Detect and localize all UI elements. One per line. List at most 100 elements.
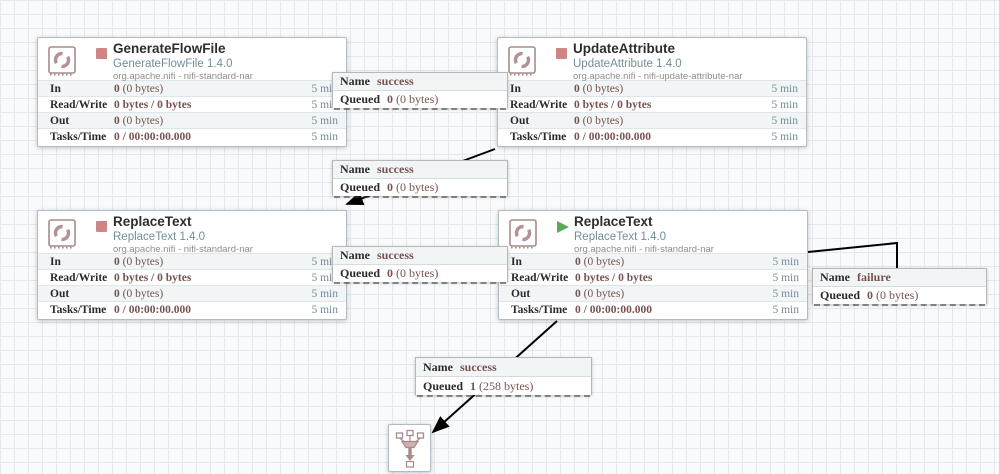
stat-label: Read/Write (510, 98, 568, 111)
connection-queued-count: 0 (387, 266, 394, 280)
connection-name-row: Name success (416, 358, 591, 376)
stat-value: 0 (0 bytes) (574, 114, 624, 127)
connection-queued-row: Queued 0(0 bytes) (813, 286, 986, 304)
connection-name-key: Name (340, 248, 370, 262)
connection-queued-key: Queued (340, 180, 381, 194)
stat-window: 5 min (772, 255, 799, 268)
funnel[interactable] (388, 424, 431, 472)
processor-stamp-icon (507, 217, 539, 249)
connection-name-value: success (377, 248, 414, 262)
stat-row-tasks: Tasks/Time 0 / 00:00:00.000 5 min (38, 128, 346, 144)
connection-queued-count: 0 (867, 288, 874, 302)
stat-row-out: Out 0 (0 bytes) 5 min (499, 285, 807, 301)
processor-type: ReplaceText 1.4.0 (574, 231, 667, 244)
processor-type: GenerateFlowFile 1.4.0 (113, 58, 233, 71)
connection-name-row: Name success (333, 247, 507, 264)
stat-value: 0 / 00:00:00.000 (574, 130, 651, 143)
stat-value: 0 (0 bytes) (575, 287, 625, 300)
stat-label: Tasks/Time (511, 303, 568, 316)
stat-window: 5 min (311, 98, 338, 111)
stat-window: 5 min (311, 82, 338, 95)
stat-row-readwrite: Read/Write 0 bytes / 0 bytes 5 min (38, 96, 346, 112)
stat-row-tasks: Tasks/Time 0 / 00:00:00.000 5 min (498, 128, 806, 144)
processor-stamp-icon (46, 217, 78, 249)
connection-queued-size: (0 bytes) (876, 288, 919, 302)
connection-queued-key: Queued (423, 379, 464, 393)
connection-name-key: Name (340, 162, 370, 176)
connection-queued-size: (0 bytes) (396, 266, 439, 280)
stat-label: In (50, 82, 61, 95)
stat-window: 5 min (772, 287, 799, 300)
stat-row-tasks: Tasks/Time 0 / 00:00:00.000 5 min (499, 301, 807, 317)
stat-row-out: Out 0 (0 bytes) 5 min (498, 112, 806, 128)
stat-value: 0 bytes / 0 bytes (114, 98, 192, 111)
processor-stamp-icon (46, 44, 78, 76)
stat-value: 0 (0 bytes) (114, 82, 164, 95)
processor-bundle: org.apache.nifi - nifi-standard-nar (574, 244, 714, 256)
stat-label: In (511, 255, 522, 268)
connection-queued-count: 1 (470, 379, 477, 393)
stat-row-readwrite: Read/Write 0 bytes / 0 bytes 5 min (499, 269, 807, 285)
connection-queued-key: Queued (340, 266, 381, 280)
connection-name-key: Name (423, 360, 453, 374)
stat-window: 5 min (311, 114, 338, 127)
processor-replacetext-left[interactable]: ReplaceText ReplaceText 1.4.0 org.apache… (37, 210, 347, 320)
connection-name-value: success (460, 360, 497, 374)
stat-label: In (510, 82, 521, 95)
stat-value: 0 (0 bytes) (575, 255, 625, 268)
processor-replacetext-right[interactable]: ReplaceText ReplaceText 1.4.0 org.apache… (498, 210, 808, 320)
processor-type: UpdateAttribute 1.4.0 (573, 58, 682, 71)
connection-label-success-4[interactable]: Name success Queued 1(258 bytes) (415, 357, 592, 397)
processor-generateflowfile[interactable]: GenerateFlowFile GenerateFlowFile 1.4.0 … (37, 37, 347, 147)
stat-label: Out (510, 114, 530, 127)
stat-value: 0 / 00:00:00.000 (114, 303, 191, 316)
processor-stamp-icon (506, 44, 538, 76)
stat-value: 0 / 00:00:00.000 (575, 303, 652, 316)
stat-value: 0 (0 bytes) (114, 114, 164, 127)
stopped-status-icon (96, 221, 107, 232)
stat-window: 5 min (311, 287, 338, 300)
stat-window: 5 min (771, 114, 798, 127)
processor-header: ReplaceText ReplaceText 1.4.0 org.apache… (38, 211, 346, 256)
connection-queued-count: 0 (387, 92, 394, 106)
connection-queued-key: Queued (820, 288, 861, 302)
connection-queued-row: Queued 1(258 bytes) (416, 376, 591, 395)
stat-label: Read/Write (50, 271, 108, 284)
connection-name-key: Name (820, 270, 850, 284)
stopped-status-icon (96, 48, 107, 59)
stat-label: Read/Write (511, 271, 569, 284)
stat-window: 5 min (311, 255, 338, 268)
processor-updateattribute[interactable]: UpdateAttribute UpdateAttribute 1.4.0 or… (497, 37, 807, 147)
stat-row-in: In 0 (0 bytes) 5 min (498, 80, 806, 96)
stat-value: 0 (0 bytes) (574, 82, 624, 95)
processor-bundle: org.apache.nifi - nifi-standard-nar (113, 244, 253, 256)
stat-value: 0 / 00:00:00.000 (114, 130, 191, 143)
stat-row-out: Out 0 (0 bytes) 5 min (38, 112, 346, 128)
stat-window: 5 min (311, 130, 338, 143)
stat-window: 5 min (311, 303, 338, 316)
processor-bundle: org.apache.nifi - nifi-update-attribute-… (573, 71, 743, 83)
stat-window: 5 min (311, 271, 338, 284)
stat-value: 0 bytes / 0 bytes (114, 271, 192, 284)
connection-queued-size: (258 bytes) (479, 379, 534, 393)
processor-header: GenerateFlowFile GenerateFlowFile 1.4.0 … (38, 38, 346, 83)
processor-bundle: org.apache.nifi - nifi-standard-nar (113, 71, 253, 83)
stat-row-in: In 0 (0 bytes) 5 min (38, 80, 346, 96)
stat-window: 5 min (772, 303, 799, 316)
funnel-icon (395, 429, 425, 471)
stat-label: Tasks/Time (50, 303, 107, 316)
stat-value: 0 bytes / 0 bytes (574, 98, 652, 111)
stat-label: Tasks/Time (50, 130, 107, 143)
processor-name: UpdateAttribute (573, 41, 675, 56)
processor-header: UpdateAttribute UpdateAttribute 1.4.0 or… (498, 38, 806, 83)
connection-queued-size: (0 bytes) (396, 92, 439, 106)
connection-label-success-3[interactable]: Name success Queued 0(0 bytes) (332, 246, 508, 284)
stopped-status-icon (556, 48, 567, 59)
